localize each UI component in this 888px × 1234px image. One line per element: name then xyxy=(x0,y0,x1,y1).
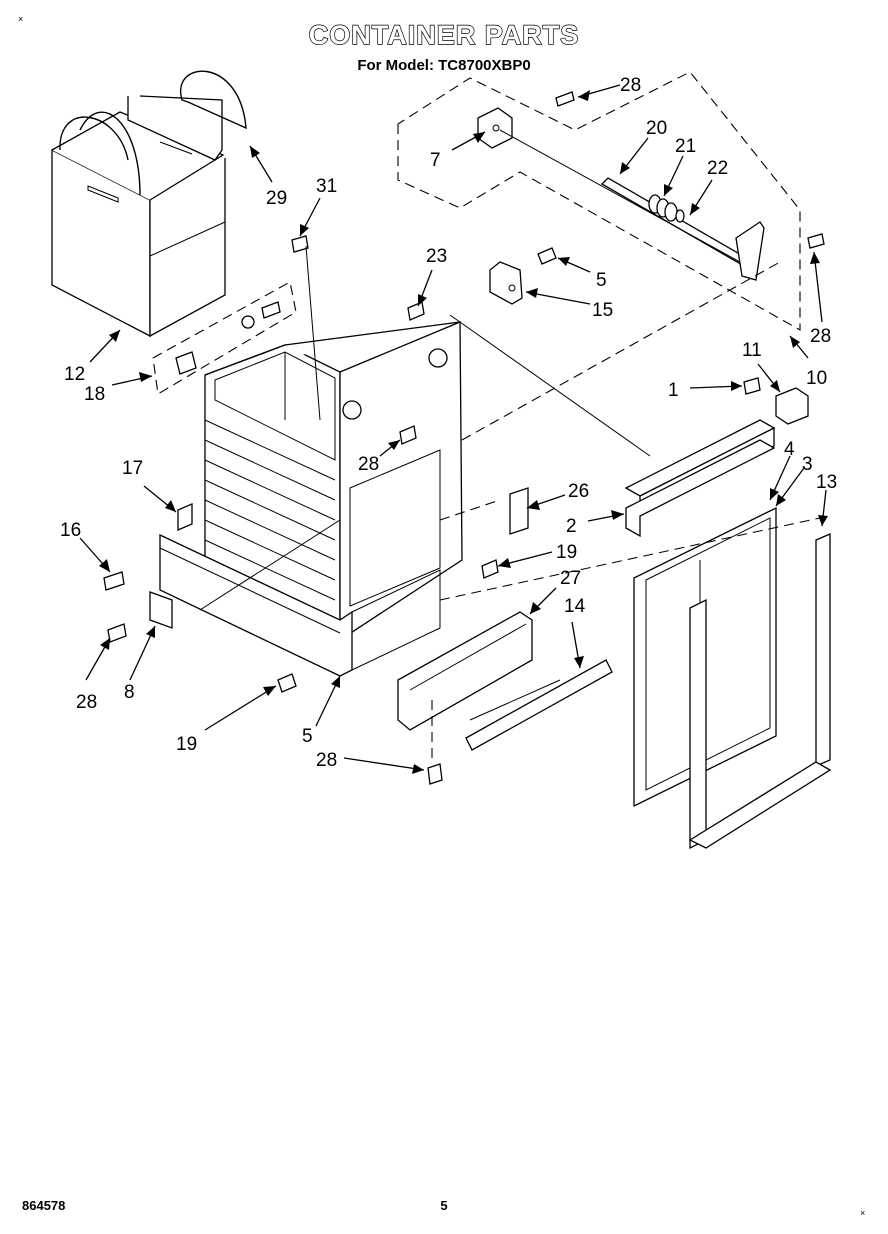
callout-label: 21 xyxy=(675,136,696,157)
callout-label: 13 xyxy=(816,472,837,493)
callout-label: 16 xyxy=(60,520,81,541)
screw-28-center xyxy=(399,425,417,445)
base-frame xyxy=(159,533,441,677)
callout-label: 29 xyxy=(266,188,287,209)
callout-label: 3 xyxy=(802,454,813,475)
corner-mark: × xyxy=(18,14,23,24)
callout-label: 19 xyxy=(556,542,577,563)
bracket-17 xyxy=(177,503,193,531)
document-number: 864578 xyxy=(22,1198,65,1213)
callout-label: 17 xyxy=(122,458,143,479)
callout-label: 10 xyxy=(806,368,827,389)
washer-box-outline xyxy=(152,281,297,395)
callout-label: 20 xyxy=(646,118,667,139)
callout-label: 5 xyxy=(596,270,607,291)
callout-label: 8 xyxy=(124,682,135,703)
door-frame xyxy=(688,533,832,850)
foot-19-left xyxy=(277,673,297,693)
corner-mark: × xyxy=(860,1208,865,1218)
callout-label: 5 xyxy=(302,726,313,747)
cabinet-frame xyxy=(204,321,463,661)
callout-label: 31 xyxy=(316,176,337,197)
knob-18 xyxy=(175,351,197,375)
callout-label: 19 xyxy=(176,734,197,755)
callout-label: 14 xyxy=(564,596,586,617)
callout-label: 22 xyxy=(707,158,728,179)
bracket-9 xyxy=(477,107,513,149)
callout-label: 28 xyxy=(620,75,641,96)
bag-liner xyxy=(127,95,223,161)
callout-label: 1 xyxy=(668,380,679,401)
callout-label: 26 xyxy=(568,481,589,502)
container-bag xyxy=(51,111,226,338)
callout-label: 7 xyxy=(430,150,441,171)
callout-label: 12 xyxy=(64,364,85,385)
link-rod xyxy=(600,177,765,281)
screw-18 xyxy=(261,301,281,319)
callout-labels: 28 7 20 21 22 5 15 23 28 10 11 1 26 2 4 … xyxy=(60,75,837,771)
washer xyxy=(241,315,255,329)
callout-label: 4 xyxy=(784,439,795,460)
door-rail xyxy=(624,419,776,538)
diagram-title: CONTAINER PARTS xyxy=(309,20,580,50)
screw-16 xyxy=(103,571,125,591)
screw-1 xyxy=(743,377,761,395)
screw-right xyxy=(807,233,825,249)
callout-label: 18 xyxy=(84,384,105,405)
callout-label: 28 xyxy=(316,750,337,771)
linkage-box-outline xyxy=(397,71,801,331)
screw-19-right xyxy=(481,559,499,579)
callout-label: 28 xyxy=(358,454,379,475)
screw-28-bottom xyxy=(427,763,443,785)
screw-top xyxy=(555,91,575,107)
model-subtitle: For Model: TC8700XBP0 xyxy=(357,57,530,74)
callout-label: 27 xyxy=(560,568,581,589)
callout-arrows xyxy=(79,84,828,774)
screw-7 xyxy=(537,247,557,265)
screw-31 xyxy=(291,235,309,253)
callout-label: 28 xyxy=(76,692,97,713)
bracket-8 xyxy=(149,591,173,629)
bracket-26 xyxy=(509,487,529,535)
screw-23 xyxy=(407,301,425,321)
callout-label: 15 xyxy=(592,300,613,321)
callout-label: 28 xyxy=(810,326,831,347)
bag-handle xyxy=(179,70,247,130)
bracket-11 xyxy=(775,387,809,425)
callout-label: 23 xyxy=(426,246,447,267)
callout-label: 11 xyxy=(742,340,762,361)
callout-label: 2 xyxy=(566,516,577,537)
page-number: 5 xyxy=(440,1198,447,1213)
bracket-15 xyxy=(489,261,523,305)
screw-28-left xyxy=(107,623,127,643)
